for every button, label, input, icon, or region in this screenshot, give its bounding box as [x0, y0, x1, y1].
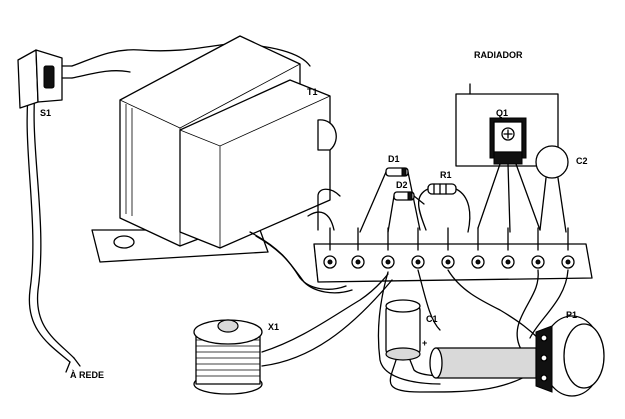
transformer-t1 — [91, 35, 353, 294]
label-d2: D2 — [396, 180, 408, 190]
terminal-strip — [313, 227, 593, 283]
resistor-r1 — [418, 183, 471, 233]
label-radiador: RADIADOR — [474, 50, 523, 60]
label-c1-plus: + — [422, 338, 427, 348]
label-s1: S1 — [40, 108, 51, 118]
label-a-rede: À REDE — [70, 370, 104, 380]
label-r1: R1 — [440, 170, 452, 180]
coil-x1 — [193, 273, 393, 395]
switch-s1 — [17, 49, 73, 109]
pot-wires — [377, 269, 569, 385]
label-q1: Q1 — [496, 108, 508, 118]
label-d1: D1 — [388, 154, 400, 164]
label-c2: C2 — [576, 156, 588, 166]
mains-cord — [26, 79, 81, 373]
label-x1: X1 — [268, 322, 279, 332]
potentiometer-p1 — [429, 315, 605, 397]
capacitor-c1 — [385, 299, 535, 393]
transistor-q1 — [477, 117, 541, 233]
label-p1: P1 — [566, 310, 577, 320]
label-t1: T1 — [307, 87, 318, 97]
secondary-leads — [307, 188, 341, 231]
diode-d1 — [359, 167, 421, 233]
label-c1: C1 — [426, 314, 438, 324]
capacitor-c2 — [535, 145, 569, 233]
